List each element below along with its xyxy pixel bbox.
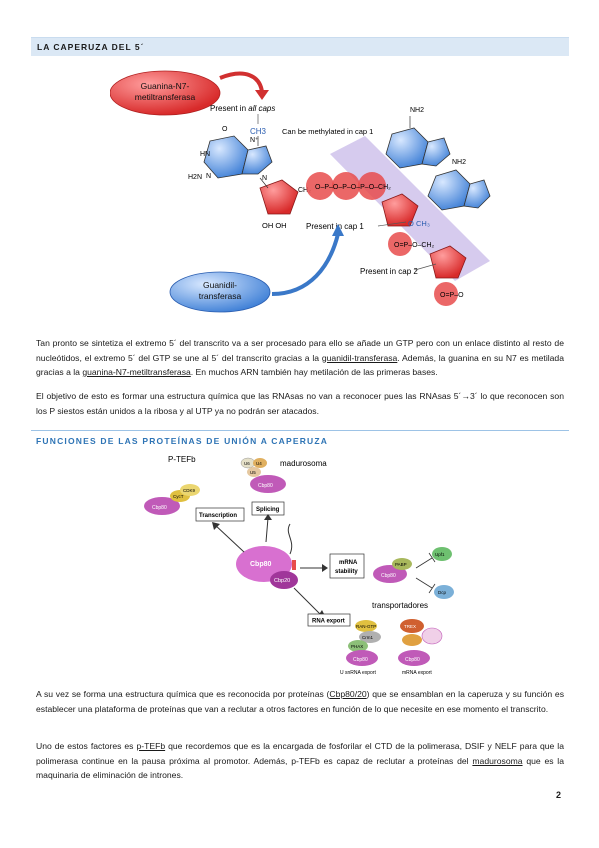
svg-text:CH₃: CH₃ <box>416 219 430 228</box>
guanine-n7-methyltransferase-ellipse <box>110 70 221 116</box>
svg-text:N⁺: N⁺ <box>250 137 259 144</box>
u5-label: U5 <box>250 470 256 475</box>
dcp-label: Dcp <box>438 590 446 595</box>
trex-label: TREX <box>404 624 416 629</box>
cap-binding-functions-figure: P-TEFb Cbp80 CycT CDK9 Transcription U6 … <box>144 455 454 676</box>
svg-text:Present in all caps: Present in all caps <box>210 104 275 113</box>
mrna-stability-line2: stability <box>335 569 358 575</box>
paragraph-ptefb: Uno de estos factores es p-TEFb que reco… <box>36 741 564 780</box>
cyct-label: CycT <box>173 494 184 499</box>
h2n-label: H2N <box>188 174 202 181</box>
present-all-caps-em: all caps <box>248 104 275 113</box>
paragraph-cap-synthesis: Tan pronto se sintetiza el extremo 5´ de… <box>36 338 564 377</box>
enzyme-bottom-line1: Guanidil- <box>203 280 237 290</box>
cdk9-label: CDK9 <box>183 488 196 493</box>
transcription-label: Transcription <box>199 513 237 519</box>
svg-text:CH₂: CH₂ <box>298 187 311 194</box>
transportadores-label: transportadores <box>372 601 428 610</box>
paragraph-cbp-platform: A su vez se forma una estructura química… <box>36 689 564 714</box>
u6-label: U6 <box>244 461 250 466</box>
cbp80-small-5: Cbp80 <box>405 657 420 663</box>
guanidil-transferase-ellipse <box>169 271 271 313</box>
svg-text:O–P–O–P–O–P–O–CH₂: O–P–O–P–O–P–O–CH₂ <box>315 184 391 191</box>
can-be-methylated-label: Can be methylated in cap 1 <box>282 127 373 136</box>
mrna-stability-line1: mRNA <box>339 560 358 566</box>
splicing-label: Splicing <box>256 507 280 513</box>
oh-oh-label: OH OH <box>262 221 287 230</box>
enzyme-top-line2: metiltransferasa <box>135 92 196 102</box>
svg-text:O: O <box>408 219 414 228</box>
paragraph-cap-objective: El objetivo de esto es formar una estruc… <box>36 391 564 416</box>
present-cap2-label: Present in cap 2 <box>360 267 418 276</box>
svg-text:O=P–O–CH₂: O=P–O–CH₂ <box>394 242 435 249</box>
cbp20-main: Cbp20 <box>274 578 290 584</box>
ran-gtp-label: RAN-GTP <box>356 624 376 629</box>
madurosoma-label: madurosoma <box>280 459 327 468</box>
present-cap1-label: Present in cap 1 <box>306 222 364 231</box>
enzyme-top-line1: Guanina-N7- <box>141 81 190 91</box>
rna-export-label: RNA export <box>312 619 345 625</box>
cbp80-small-2: Cbp80 <box>258 483 273 489</box>
mrna-export-label: mRNA export <box>402 670 432 676</box>
svg-text:O=P–O: O=P–O <box>440 292 464 299</box>
ptefb-label: P-TEFb <box>168 455 196 464</box>
svg-text:O: O <box>222 126 228 133</box>
enzyme-bottom-line2: transferasa <box>199 291 242 301</box>
section-divider <box>31 430 569 431</box>
methyl-label: CH3 <box>250 127 267 136</box>
pabp-label: PABP <box>395 562 407 567</box>
cbp80-main: Cbp80 <box>250 561 272 568</box>
u4-label: U4 <box>256 461 262 466</box>
page-number: 2 <box>556 790 562 800</box>
crm1-label: Crm1 <box>362 635 373 640</box>
cbp80-small-3: Cbp80 <box>381 573 396 579</box>
svg-text:N: N <box>262 175 267 182</box>
upf1-label: Upf1 <box>435 552 445 557</box>
cbp80-small-4: Cbp80 <box>353 657 368 663</box>
nh2-top-label: NH2 <box>410 107 424 114</box>
cbp80-small-1: Cbp80 <box>152 505 167 511</box>
section-heading-funciones: FUNCIONES DE LAS PROTEÍNAS DE UNIÓN A CA… <box>36 436 329 446</box>
present-all-caps-label: Present in <box>210 104 248 113</box>
section-heading-caperuza: LA CAPERUZA DEL 5´ <box>31 37 569 56</box>
phax-label: PHAX <box>351 644 363 649</box>
u-snrna-export-label: U snRNA export <box>340 670 376 676</box>
svg-text:HN: HN <box>200 151 210 158</box>
svg-text:N: N <box>206 173 211 180</box>
nh2-second-label: NH2 <box>452 159 466 166</box>
cap-structure-figure: Guanina-N7- metiltransferasa Present in … <box>110 70 491 313</box>
